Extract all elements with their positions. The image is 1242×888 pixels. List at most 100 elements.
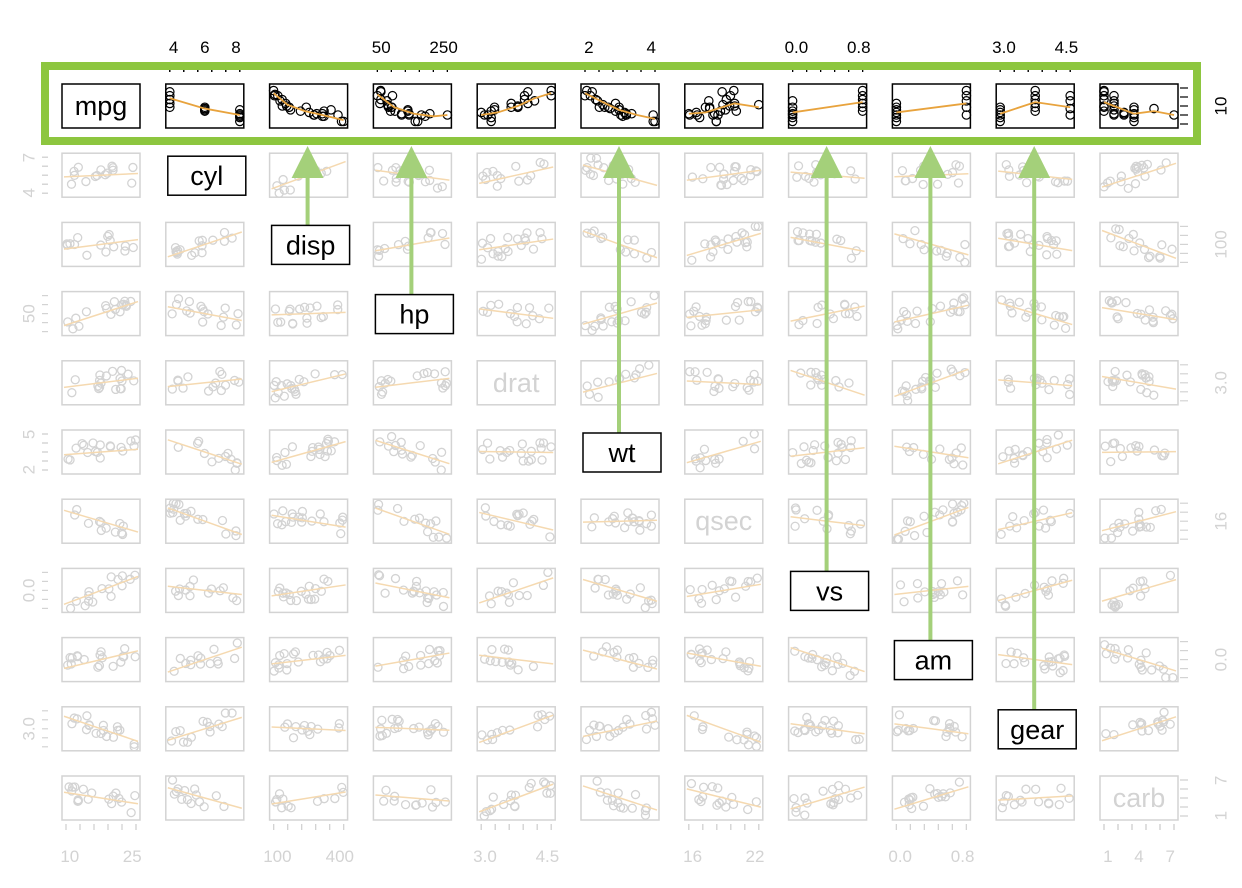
diag-label-qsec: qsec — [695, 506, 752, 536]
faded-panel-vs-cyl — [165, 567, 245, 614]
diag-label-mpg: mpg — [75, 91, 128, 121]
tick-label-top-hp: 50 — [372, 38, 391, 57]
tick-label-left-wt: 5 — [19, 430, 38, 439]
faded-panel-qsec-wt — [580, 498, 660, 544]
data-point — [590, 94, 601, 105]
faded-panel-cyl-mpg — [61, 152, 141, 198]
faded-panel-drat-mpg — [61, 360, 141, 406]
data-point — [1065, 96, 1075, 106]
faded-panel-qsec-carb — [1099, 498, 1179, 544]
data-point — [546, 90, 556, 101]
svg-text:am: am — [915, 646, 953, 676]
data-point — [404, 110, 414, 120]
faded-panel-gear-wt — [580, 706, 660, 752]
data-point — [1065, 110, 1075, 120]
faded-panel-wt-disp — [268, 429, 349, 475]
data-point — [1099, 90, 1109, 101]
callout-cyl: cyl — [167, 155, 247, 196]
data-point — [961, 96, 972, 106]
data-point — [787, 102, 798, 113]
faded-panel-disp-vs — [787, 221, 868, 268]
faded-panel-hp-cyl — [165, 290, 245, 337]
tick-label-bottom-qsec: 22 — [746, 847, 765, 866]
tick-label-left-hp: 50 — [19, 304, 38, 323]
data-point — [728, 85, 739, 96]
faded-panel-gear-disp — [268, 706, 349, 752]
svg-text:cyl: cyl — [190, 161, 223, 191]
faded-panel-am-carb — [1099, 636, 1179, 683]
faded-panel-gear-carb — [1099, 706, 1179, 752]
data-point — [338, 116, 349, 127]
diag-label-carb: carb — [1113, 783, 1166, 813]
data-point — [546, 85, 556, 96]
panel-mpg-vs-disp — [268, 83, 349, 129]
data-point — [891, 105, 902, 115]
faded-panel-cyl-qsec — [684, 152, 764, 198]
tick-label-top-wt: 2 — [584, 38, 593, 57]
faded-panel-cyl-carb — [1099, 152, 1179, 198]
faded-panel-disp-mpg — [61, 221, 141, 268]
panel-mpg-vs-qsec — [683, 83, 764, 129]
data-point — [857, 102, 868, 113]
data-point — [857, 106, 868, 116]
data-point — [961, 110, 972, 120]
panel-mpg-vs-wt — [580, 83, 660, 129]
smooth-line — [481, 92, 552, 116]
tick-label-left-cyl: 4 — [19, 188, 38, 197]
data-point — [891, 112, 902, 123]
faded-panel-vs-qsec — [684, 567, 764, 614]
callout-disp: disp — [270, 224, 351, 266]
faded-panel-vs-disp — [268, 567, 349, 614]
data-point — [1109, 90, 1119, 101]
faded-panel-cyl-drat — [476, 152, 556, 198]
tick-label-top-wt: 4 — [646, 38, 655, 57]
data-point — [891, 110, 902, 120]
faded-panel-gear-drat — [476, 706, 556, 752]
data-point — [1109, 110, 1119, 120]
faded-panel-am-wt — [580, 636, 660, 683]
faded-panel-vs-wt — [580, 567, 660, 614]
data-point — [1129, 102, 1139, 113]
data-point — [1065, 90, 1075, 101]
faded-panel-carb-gear — [995, 775, 1075, 821]
smooth-line — [1103, 101, 1175, 116]
faded-panel-hp-disp — [268, 290, 349, 337]
tick-label-top-cyl: 4 — [169, 38, 178, 57]
tick-label-top-vs: 0.8 — [847, 38, 871, 57]
faded-panel-qsec-disp — [268, 498, 349, 544]
tick-label-right-am: 0.0 — [1211, 648, 1230, 672]
mpg-row-highlight — [41, 62, 1201, 145]
data-point — [1030, 94, 1040, 105]
data-point — [703, 96, 714, 106]
faded-panel-hp-am — [891, 290, 972, 337]
svg-text:vs: vs — [816, 576, 843, 606]
tick-label-bottom-am: 0.0 — [888, 847, 912, 866]
tick-label-bottom-carb: 7 — [1165, 847, 1174, 866]
tick-label-bottom-carb: 4 — [1134, 847, 1143, 866]
data-point — [476, 107, 486, 118]
data-point — [995, 116, 1005, 127]
faded-panel-carb-am — [891, 775, 972, 821]
tick-label-top-gear: 4.5 — [1055, 38, 1079, 57]
faded-panel-wt-drat — [476, 429, 556, 475]
smooth-line — [896, 102, 967, 114]
callout-vs: vs — [789, 570, 870, 612]
tick-label-bottom-carb: 1 — [1103, 847, 1112, 866]
panel-mpg-vs-am — [891, 83, 972, 129]
data-point — [1030, 90, 1040, 101]
svg-text:gear: gear — [1010, 715, 1064, 745]
data-point — [1065, 103, 1075, 114]
data-point — [718, 99, 728, 110]
faded-panel-wt-carb — [1099, 429, 1179, 475]
faded-panel-hp-carb — [1099, 290, 1179, 337]
panel-mpg-vs-gear — [995, 83, 1075, 129]
data-point — [995, 105, 1005, 115]
data-point — [857, 94, 868, 105]
panel-mpg-vs-drat — [476, 83, 556, 129]
tick-label-bottom-mpg: 10 — [60, 847, 79, 866]
tick-label-top-vs: 0.0 — [785, 38, 809, 57]
data-point — [165, 87, 175, 97]
data-point — [729, 101, 740, 111]
faded-panel-wt-qsec — [684, 429, 764, 475]
